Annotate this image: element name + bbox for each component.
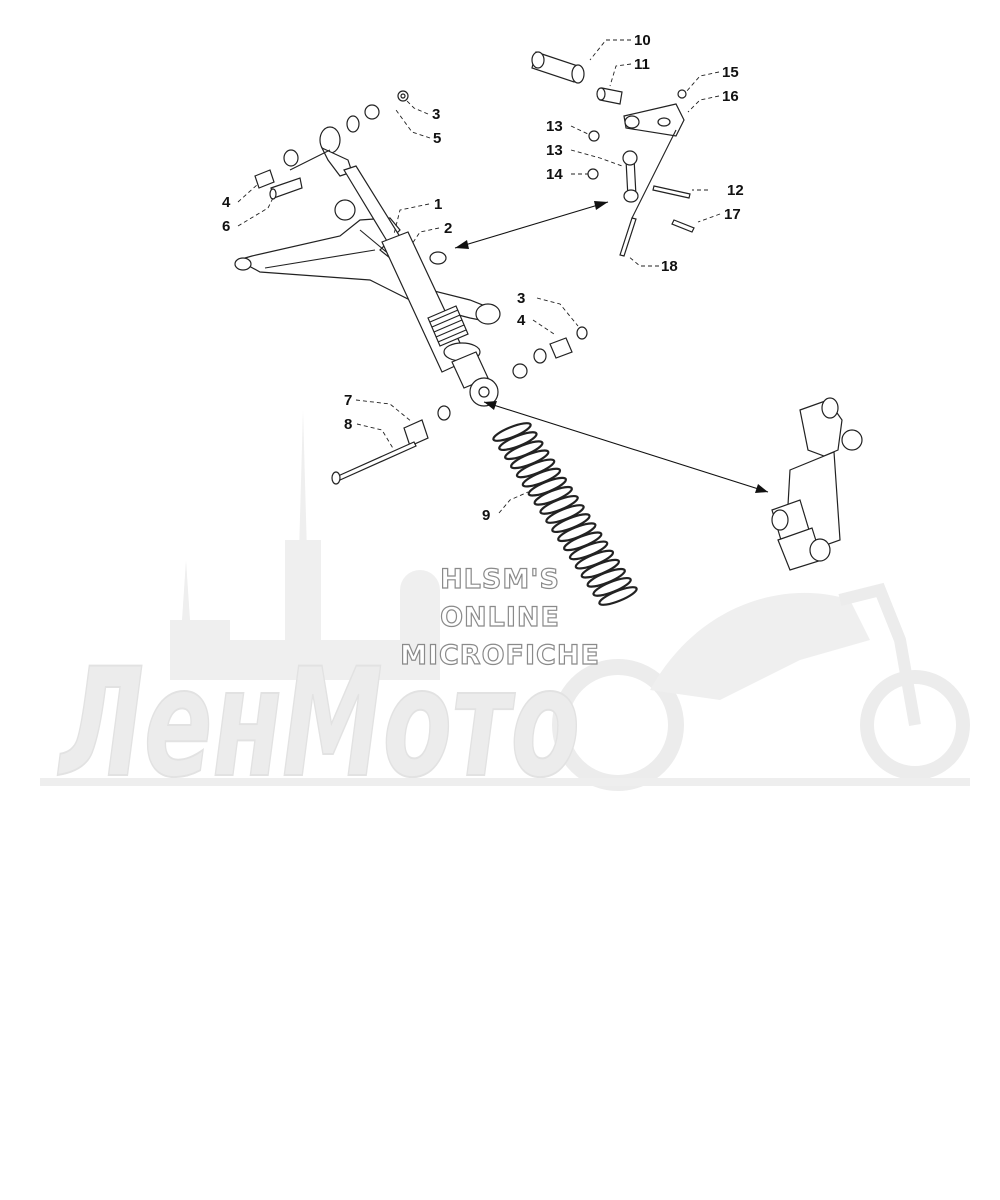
callout-15: 15 [722, 64, 739, 81]
threads [429, 309, 467, 343]
callout-13-upper: 13 [546, 118, 563, 135]
callout-4-upper: 4 [222, 194, 231, 211]
callout-9: 9 [482, 507, 490, 524]
callout-2: 2 [444, 220, 452, 237]
spring-coil [574, 549, 615, 570]
callout-7: 7 [344, 392, 352, 409]
arrow-head-lower-right [755, 484, 768, 493]
callout-5: 5 [433, 130, 441, 147]
leader-lines [237, 39, 721, 514]
spring-coil [545, 504, 585, 524]
callouts: 1 2 3 3 4 4 5 6 7 8 9 10 11 12 13 14 13 … [222, 32, 744, 524]
spring-coil [551, 513, 591, 534]
coil-spring [492, 422, 638, 606]
callout-8: 8 [344, 416, 352, 433]
upper-hardware [254, 90, 409, 200]
callout-16: 16 [722, 88, 739, 105]
spring-coil [586, 567, 626, 588]
callout-18: 18 [661, 258, 678, 275]
spring-coil [592, 576, 632, 597]
watermark: ЛенМото HLSM'S ONLINE MICROFICHE [40, 410, 970, 812]
callout-11: 11 [634, 56, 650, 73]
reference-arrows [454, 201, 769, 493]
arrow-line-lower [483, 401, 769, 493]
lower-hardware [331, 326, 588, 485]
callout-3-lower: 3 [517, 290, 525, 307]
spring-coil [557, 522, 597, 543]
spring-coil [539, 494, 579, 515]
callout-1: 1 [434, 196, 442, 213]
shock-absorber [319, 126, 499, 407]
linkage-assembly [531, 51, 695, 257]
watermark-line-1: HLSM'S [440, 564, 560, 595]
spring-coil [504, 440, 544, 461]
spring-coil [515, 458, 556, 479]
spring-coil [509, 449, 550, 470]
watermark-line-2: ONLINE [440, 602, 560, 633]
watermark-line-3: MICROFICHE [400, 640, 600, 671]
spring-coil [521, 467, 562, 488]
watermark-skyline [170, 410, 440, 680]
a-arm [234, 199, 501, 325]
arrow-head-upper-left [455, 240, 469, 249]
callout-4-lower: 4 [517, 312, 526, 329]
assembled-shock [771, 397, 863, 571]
callout-6: 6 [222, 218, 230, 235]
callout-3-upper: 3 [432, 106, 440, 123]
watermark-motorcycle [552, 582, 970, 791]
callout-14: 13 [546, 142, 563, 159]
watermark-underline [40, 778, 970, 786]
spring-coil [580, 558, 621, 579]
spring-coil [527, 476, 568, 497]
spring-coil [533, 485, 573, 506]
spring-coil [562, 531, 603, 552]
arrow-head-upper-right [594, 201, 608, 210]
spring-coil [598, 586, 638, 606]
spring-coil [498, 431, 538, 452]
callout-17: 17 [724, 206, 741, 223]
callout-10: 10 [634, 32, 651, 49]
spring-coil [568, 540, 609, 561]
callout-13-lower: 14 [546, 166, 563, 183]
arrow-head-lower-left [484, 401, 497, 410]
arrow-line-upper [454, 201, 609, 249]
spring-coil [492, 422, 532, 442]
callout-12: 12 [727, 182, 744, 199]
